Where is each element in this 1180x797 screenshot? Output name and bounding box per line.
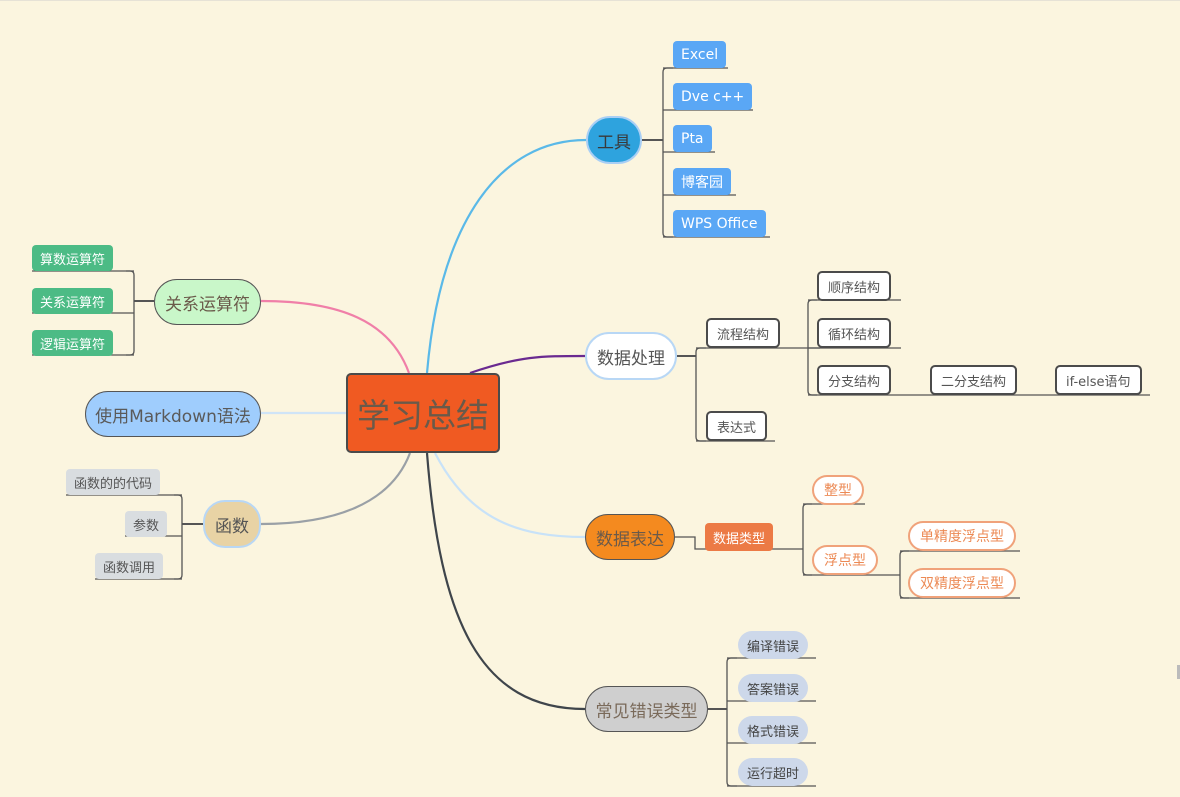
node-single-float[interactable]: 单精度浮点型 bbox=[908, 521, 1016, 551]
func-params[interactable]: 参数 bbox=[125, 511, 168, 537]
link-root-processing bbox=[469, 354, 586, 375]
link-root-errors bbox=[425, 452, 586, 711]
topic-tools[interactable]: 工具 bbox=[586, 116, 642, 164]
topic-functions[interactable]: 函数 bbox=[203, 500, 261, 548]
tool-excel[interactable]: Excel bbox=[673, 41, 727, 68]
tools-bracket bbox=[642, 67, 770, 238]
root-topic[interactable]: 学习总结 bbox=[346, 373, 500, 453]
node-flow-structure[interactable]: 流程结构 bbox=[706, 318, 781, 348]
func-call[interactable]: 函数调用 bbox=[95, 553, 164, 579]
processing-bracket bbox=[677, 299, 1150, 442]
op-arithmetic[interactable]: 算数运算符 bbox=[32, 245, 114, 271]
link-root-expression bbox=[434, 452, 586, 539]
topic-markdown[interactable]: 使用Markdown语法 bbox=[85, 391, 261, 437]
op-logical[interactable]: 逻辑运算符 bbox=[32, 330, 114, 356]
tool-cnblogs[interactable]: 博客园 bbox=[673, 168, 731, 195]
link-root-operators bbox=[260, 299, 411, 374]
node-data-type[interactable]: 数据类型 bbox=[705, 523, 774, 551]
node-loop-structure[interactable]: 循环结构 bbox=[817, 318, 892, 348]
node-integer[interactable]: 整型 bbox=[812, 475, 864, 505]
tool-wps[interactable]: WPS Office bbox=[673, 210, 766, 237]
topic-relational-operators[interactable]: 关系运算符 bbox=[154, 279, 261, 325]
node-double-float[interactable]: 双精度浮点型 bbox=[908, 568, 1016, 598]
node-sequence-structure[interactable]: 顺序结构 bbox=[817, 271, 892, 301]
topic-common-errors[interactable]: 常见错误类型 bbox=[585, 686, 708, 732]
node-if-else[interactable]: if-else语句 bbox=[1055, 365, 1142, 395]
error-compile[interactable]: 编译错误 bbox=[738, 631, 809, 659]
node-two-branch-structure[interactable]: 二分支结构 bbox=[930, 365, 1018, 395]
error-format[interactable]: 格式错误 bbox=[738, 716, 809, 744]
op-relational[interactable]: 关系运算符 bbox=[32, 288, 114, 314]
node-float[interactable]: 浮点型 bbox=[812, 545, 878, 575]
error-wrong-answer[interactable]: 答案错误 bbox=[738, 674, 809, 702]
node-expression[interactable]: 表达式 bbox=[706, 411, 768, 441]
topic-data-expression[interactable]: 数据表达 bbox=[585, 514, 675, 560]
error-timeout[interactable]: 运行超时 bbox=[738, 758, 809, 786]
tool-pta[interactable]: Pta bbox=[673, 125, 712, 152]
node-branch-structure[interactable]: 分支结构 bbox=[817, 365, 892, 395]
func-code[interactable]: 函数的的代码 bbox=[66, 469, 161, 495]
scroll-handle[interactable] bbox=[1177, 665, 1180, 679]
topic-data-processing[interactable]: 数据处理 bbox=[585, 332, 677, 380]
link-root-functions bbox=[260, 452, 412, 526]
link-root-tools bbox=[425, 138, 587, 374]
tool-devcpp[interactable]: Dve c++ bbox=[673, 83, 753, 110]
